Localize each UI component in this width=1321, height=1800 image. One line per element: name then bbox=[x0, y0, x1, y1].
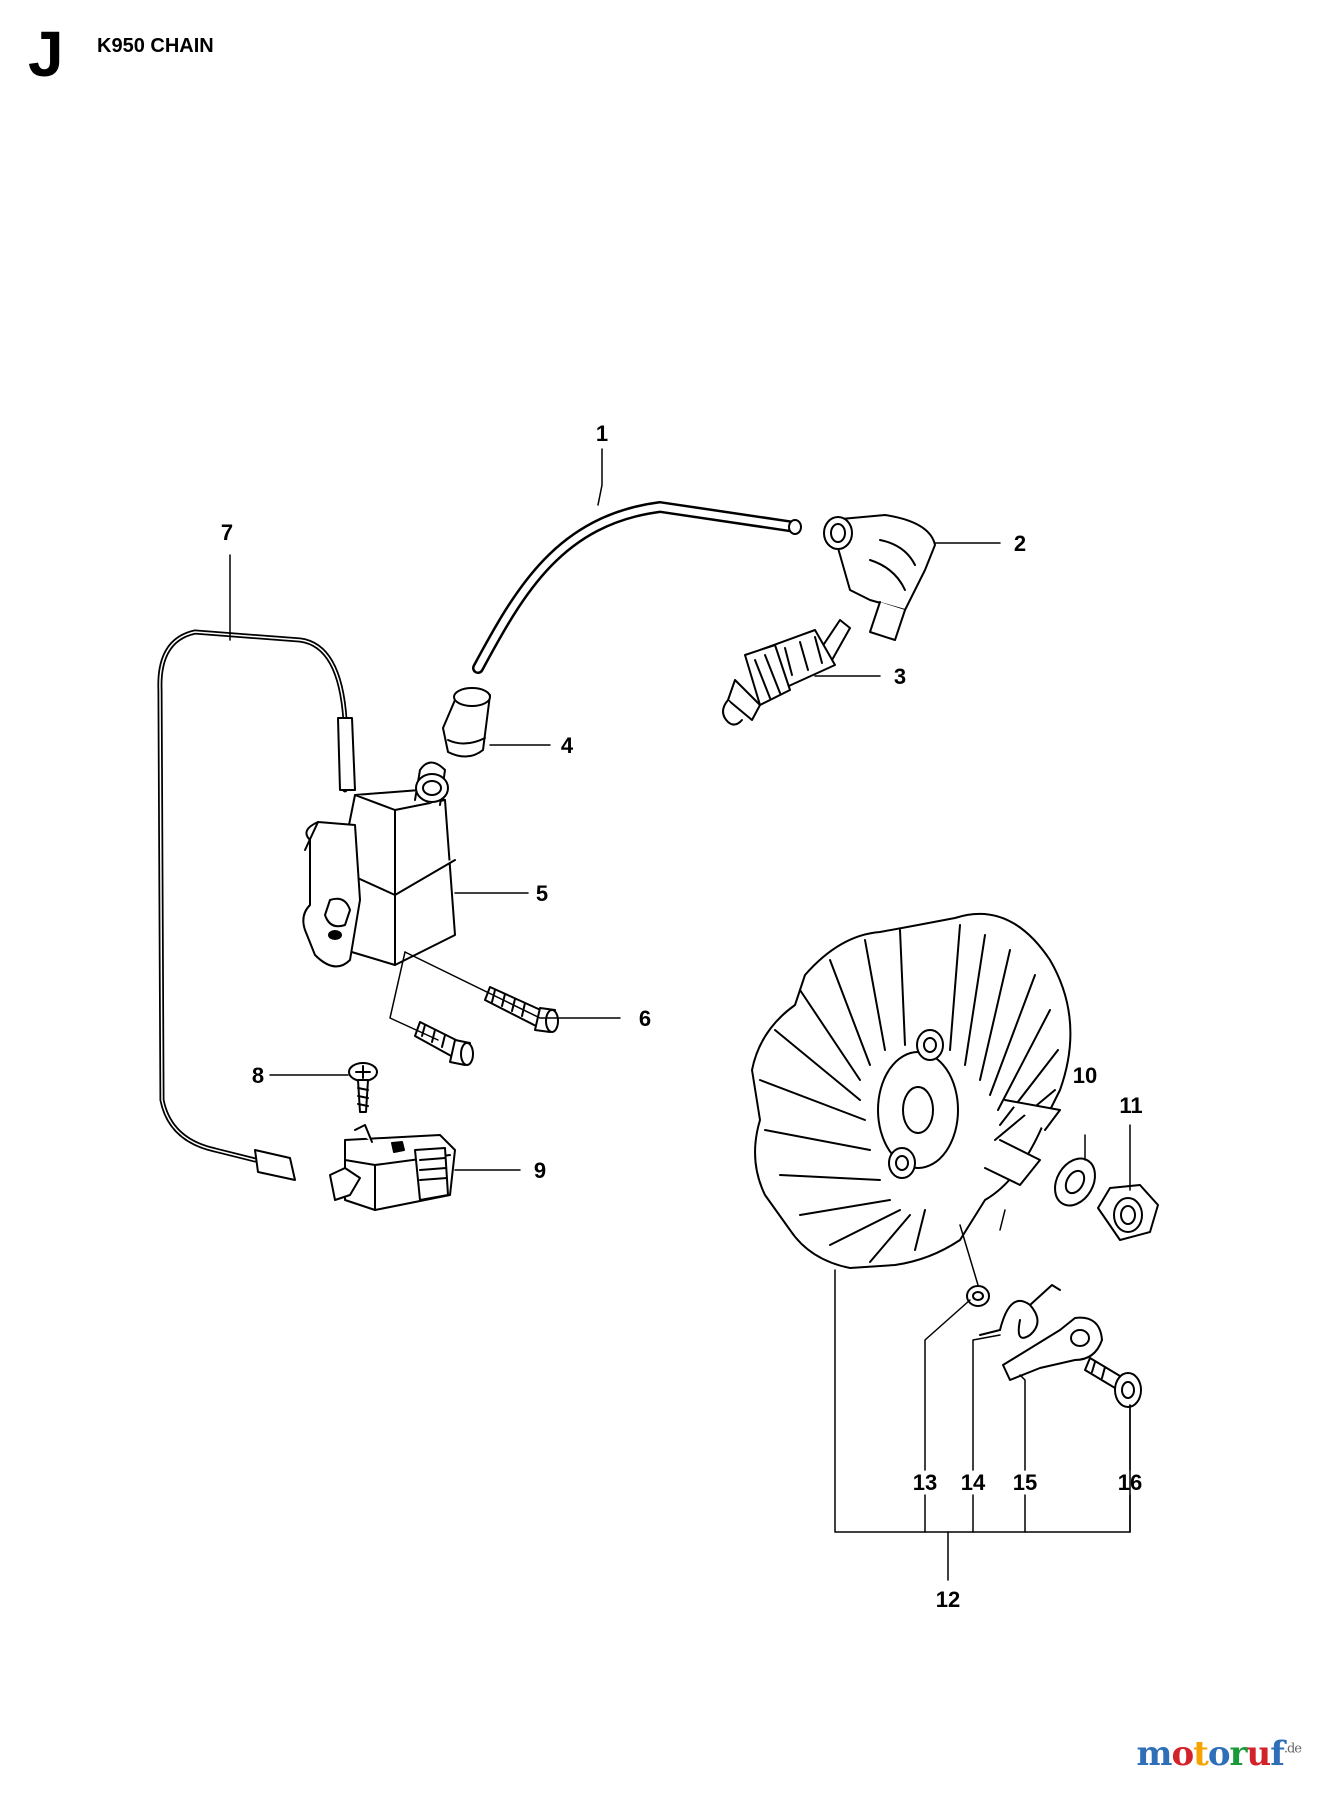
callout-7: 7 bbox=[221, 520, 233, 545]
pawl bbox=[1002, 1316, 1103, 1381]
logo-letter: u bbox=[1246, 1734, 1271, 1774]
flywheel bbox=[751, 912, 1072, 1269]
callout-11: 11 bbox=[1119, 1093, 1142, 1118]
callout-labels: 1 2 3 4 5 6 7 8 9 10 11 12 13 14 15 16 bbox=[221, 421, 1143, 1612]
callout-12: 12 bbox=[936, 1587, 960, 1612]
callout-5: 5 bbox=[536, 881, 548, 906]
callout-15: 15 bbox=[1013, 1470, 1037, 1495]
leader-lines bbox=[229, 448, 1131, 1581]
screw-small bbox=[348, 1062, 378, 1113]
callout-10: 10 bbox=[1073, 1063, 1097, 1088]
cable-boot bbox=[442, 687, 491, 758]
ignition-cable bbox=[472, 501, 802, 674]
logo-letter: r bbox=[1229, 1734, 1248, 1774]
callout-4: 4 bbox=[561, 733, 574, 758]
nut bbox=[1097, 1184, 1159, 1241]
logo-suffix: .de bbox=[1283, 1741, 1302, 1757]
logo-letter: o bbox=[1207, 1734, 1231, 1774]
logo-letter: o bbox=[1171, 1734, 1194, 1774]
callout-13: 13 bbox=[913, 1470, 937, 1495]
callout-3: 3 bbox=[894, 664, 906, 689]
stop-wire bbox=[157, 629, 356, 1181]
model-title: K950 CHAIN bbox=[97, 35, 214, 57]
callout-14: 14 bbox=[961, 1470, 986, 1495]
pawl-spring bbox=[979, 1284, 1061, 1339]
callout-9: 9 bbox=[534, 1158, 546, 1183]
callout-6: 6 bbox=[639, 1006, 651, 1031]
spark-plug-cap bbox=[823, 514, 936, 641]
spark-plug bbox=[722, 619, 851, 726]
section-letter: J bbox=[28, 18, 64, 90]
logo-letter: t bbox=[1193, 1734, 1209, 1774]
motoruf-logo: motoruf.de bbox=[1136, 1734, 1302, 1774]
callout-16: 16 bbox=[1118, 1470, 1142, 1495]
ignition-module bbox=[302, 761, 456, 968]
screws bbox=[414, 986, 559, 1066]
callout-2: 2 bbox=[1014, 531, 1026, 556]
washer bbox=[1054, 1157, 1096, 1207]
stop-switch bbox=[329, 1124, 456, 1211]
logo-letter: f bbox=[1270, 1734, 1285, 1774]
callout-8: 8 bbox=[252, 1063, 264, 1088]
washer-small bbox=[966, 1285, 990, 1307]
callout-1: 1 bbox=[596, 421, 608, 446]
logo-letter: m bbox=[1136, 1734, 1172, 1774]
pawl-screw bbox=[1084, 1357, 1142, 1408]
